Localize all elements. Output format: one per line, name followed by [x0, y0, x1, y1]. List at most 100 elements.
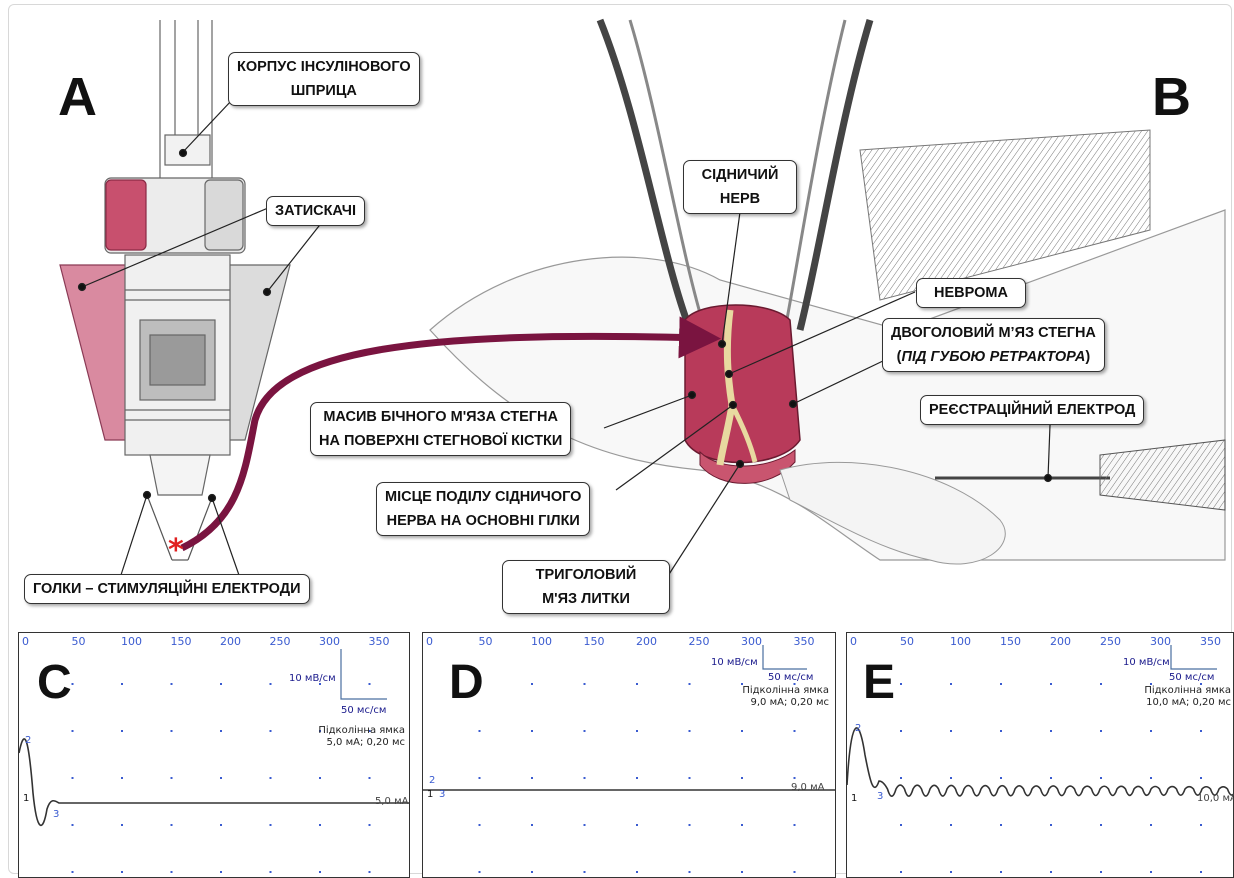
- grid-dot: [950, 871, 952, 873]
- emg-plot-d: 050100150200250300350123: [423, 633, 835, 877]
- grid-dot: [1150, 824, 1152, 826]
- grid-dot: [220, 683, 222, 685]
- grid-dot: [270, 871, 272, 873]
- emg-panel-letter-e: E: [863, 655, 895, 710]
- grid-dot: [1100, 824, 1102, 826]
- grid-dot: [900, 824, 902, 826]
- grid-dot: [1200, 730, 1202, 732]
- grid-dot: [900, 730, 902, 732]
- grid-dot: [794, 730, 796, 732]
- callout-clamps: ЗАТИСКАЧІ: [266, 196, 365, 226]
- callout-clamps-text: ЗАТИСКАЧІ: [275, 203, 356, 219]
- callout-division-site-line1: МІСЦЕ ПОДІЛУ СІДНИЧОГО: [385, 485, 581, 509]
- grid-dot: [584, 777, 586, 779]
- grid-dot: [950, 777, 952, 779]
- emg-panel-letter-c: C: [37, 655, 72, 710]
- grid-dot: [479, 730, 481, 732]
- grid-dot: [171, 777, 173, 779]
- emg-scale-time-d: 50 мс/см: [768, 672, 813, 683]
- grid-dot: [270, 824, 272, 826]
- grid-dot: [636, 824, 638, 826]
- callout-sciatic-nerve: СІДНИЧИЙ НЕРВ: [683, 160, 797, 214]
- grid-dot: [369, 777, 371, 779]
- grid-dot: [171, 871, 173, 873]
- grid-dot: [741, 730, 743, 732]
- time-tick-label: 200: [1050, 635, 1071, 648]
- emg-params-e: Підколінна ямка 10,0 мА; 0,20 мс: [1144, 685, 1231, 709]
- time-tick-label: 250: [270, 635, 291, 648]
- grid-dot: [369, 683, 371, 685]
- callout-recording-electrode-text: РЕЄСТРАЦІЙНИЙ ЕЛЕКТРОД: [929, 402, 1135, 418]
- emg-site-e: Підколінна ямка: [1144, 685, 1231, 697]
- grid-dot: [950, 683, 952, 685]
- grid-dot: [636, 683, 638, 685]
- grid-dot: [950, 730, 952, 732]
- grid-dot: [220, 824, 222, 826]
- emg-site-c: Підколінна ямка: [318, 725, 405, 737]
- emg-panel-c: 050100150200250300350123 C 10 мВ/см 50 м…: [18, 632, 410, 878]
- grid-dot: [270, 777, 272, 779]
- grid-dot: [689, 777, 691, 779]
- grid-dot: [319, 871, 321, 873]
- callout-neuroma-text: НЕВРОМА: [934, 285, 1008, 301]
- grid-dot: [636, 777, 638, 779]
- grid-dot: [900, 777, 902, 779]
- trace-marker: 3: [439, 789, 445, 800]
- grid-dot: [584, 824, 586, 826]
- grid-dot: [741, 871, 743, 873]
- grid-dot: [220, 730, 222, 732]
- grid-dot: [1150, 730, 1152, 732]
- callout-syringe-body: КОРПУС ІНСУЛІНОВОГО ШПРИЦА: [228, 52, 420, 106]
- grid-dot: [1150, 777, 1152, 779]
- callout-lateral-muscle: МАСИВ БІЧНОГО М'ЯЗА СТЕГНА НА ПОВЕРХНІ С…: [310, 402, 571, 456]
- grid-dot: [479, 824, 481, 826]
- time-tick-label: 50: [479, 635, 493, 648]
- emg-scale-time-e: 50 мс/см: [1169, 672, 1214, 683]
- grid-dot: [636, 730, 638, 732]
- grid-dot: [741, 824, 743, 826]
- grid-dot: [531, 824, 533, 826]
- emg-stim-c: 5,0 мА; 0,20 мс: [318, 737, 405, 749]
- trace-marker: 2: [25, 735, 31, 746]
- emg-plot-e: 050100150200250300350123: [847, 633, 1233, 877]
- time-tick-label: 250: [1100, 635, 1121, 648]
- grid-dot: [72, 871, 74, 873]
- grid-dot: [531, 683, 533, 685]
- grid-dot: [900, 683, 902, 685]
- emg-end-label-d: 9,0 мА: [791, 782, 824, 793]
- grid-dot: [1050, 683, 1052, 685]
- trace-marker: 2: [429, 775, 435, 786]
- grid-dot: [72, 824, 74, 826]
- emg-site-d: Підколінна ямка: [742, 685, 829, 697]
- grid-dot: [369, 824, 371, 826]
- grid-dot: [1000, 871, 1002, 873]
- grid-dot: [794, 824, 796, 826]
- grid-dot: [1200, 824, 1202, 826]
- time-tick-label: 200: [220, 635, 241, 648]
- time-tick-label: 150: [1000, 635, 1021, 648]
- emg-scale-voltage-d: 10 мВ/см: [711, 657, 758, 668]
- callout-needles-text: ГОЛКИ – СТИМУЛЯЦІЙНІ ЕЛЕКТРОДИ: [33, 581, 301, 597]
- grid-dot: [121, 824, 123, 826]
- callout-sciatic-nerve-line2: НЕРВ: [692, 187, 788, 211]
- grid-dot: [1000, 777, 1002, 779]
- emg-panel-d: 050100150200250300350123 D 10 мВ/см 50 м…: [422, 632, 836, 878]
- trace-marker: 1: [23, 793, 29, 804]
- grid-dot: [319, 777, 321, 779]
- illustration-canvas: *: [0, 0, 1234, 630]
- time-tick-label: 0: [426, 635, 433, 648]
- grid-dot: [741, 777, 743, 779]
- grid-dot: [689, 871, 691, 873]
- panel-label-b: B: [1152, 70, 1191, 124]
- time-tick-label: 300: [741, 635, 762, 648]
- callout-division-site-line2: НЕРВА НА ОСНОВНІ ГІЛКИ: [385, 509, 581, 533]
- time-tick-label: 350: [1200, 635, 1221, 648]
- grid-dot: [220, 871, 222, 873]
- grid-dot: [171, 824, 173, 826]
- grid-dot: [1100, 730, 1102, 732]
- panel-label-a: A: [58, 70, 97, 124]
- grid-dot: [689, 730, 691, 732]
- grid-dot: [270, 683, 272, 685]
- time-tick-label: 300: [1150, 635, 1171, 648]
- callout-triceps-line1: ТРИГОЛОВИЙ: [511, 563, 661, 587]
